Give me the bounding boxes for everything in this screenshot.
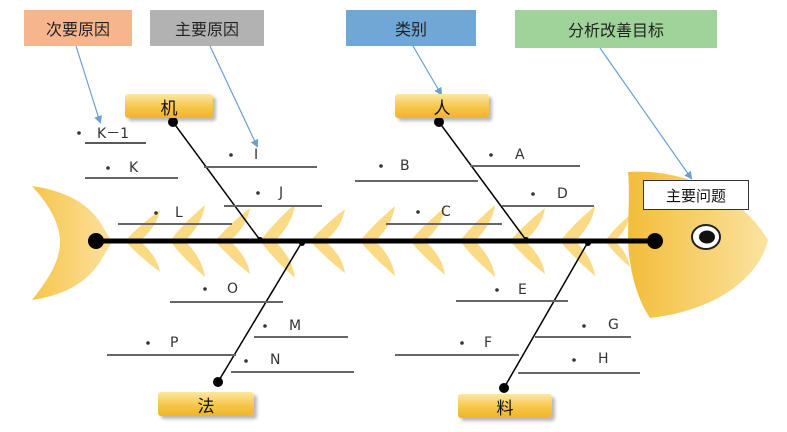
- cause-label-l: L: [175, 205, 183, 221]
- secondary-cause-callout: 次要原因: [24, 10, 132, 46]
- main-cause-callout: 主要原因: [150, 10, 264, 46]
- cause-label-m: M: [289, 318, 302, 334]
- bone-machine-dot: [168, 117, 178, 127]
- spine-tail-dot: [88, 233, 104, 249]
- bone-material-joint: [585, 240, 591, 246]
- cause-label-k1: K－1: [97, 126, 130, 142]
- improvement-goal-callout: 分析改善目标: [515, 10, 717, 48]
- category-man: 人: [395, 94, 489, 119]
- bone-material-dot: [499, 383, 509, 393]
- category-method: 法: [158, 392, 254, 417]
- fish-tail: [32, 186, 112, 300]
- cause-label-c: C: [441, 204, 451, 220]
- category-material: 料: [458, 394, 552, 419]
- main-bones: [172, 121, 589, 389]
- cause-label-f: F: [484, 335, 493, 351]
- cause-label-h: H: [598, 351, 609, 367]
- cause-label-j: J: [279, 185, 284, 201]
- bone-man-joint: [523, 237, 529, 243]
- spine-head-dot: [647, 233, 663, 249]
- bone-method: [217, 241, 303, 383]
- cause-label-i: I: [254, 147, 259, 163]
- cause-label-e: E: [518, 282, 527, 298]
- cause-label-o: O: [227, 281, 239, 297]
- cause-label-n: N: [270, 352, 281, 368]
- bone-material: [503, 241, 589, 389]
- bone-machine-joint: [257, 237, 263, 243]
- bone-method-joint: [299, 240, 305, 246]
- category-machine: 机: [125, 94, 213, 119]
- bone-man: [438, 121, 527, 241]
- arrow-main-cause: [209, 45, 259, 148]
- arrow-secondary-cause: [75, 45, 103, 124]
- cause-label-g: G: [608, 317, 619, 333]
- cause-bullets: [77, 131, 586, 363]
- cause-label-b: B: [400, 158, 410, 174]
- arrow-category: [412, 45, 443, 96]
- bone-man-dot: [434, 117, 444, 127]
- arrow-goal: [599, 47, 693, 180]
- cause-label-k: K: [129, 160, 139, 176]
- bone-machine: [172, 121, 261, 241]
- bone-method-dot: [213, 377, 223, 387]
- callout-arrows: [75, 45, 693, 180]
- main-problem-box: 主要问题: [643, 180, 749, 210]
- cause-lines: [85, 142, 640, 374]
- category-callout: 类别: [346, 10, 476, 46]
- cause-label-p: P: [170, 335, 179, 351]
- cause-label-a: A: [515, 147, 525, 163]
- fish-pupil-icon: [699, 230, 715, 244]
- cause-label-d: D: [557, 186, 568, 202]
